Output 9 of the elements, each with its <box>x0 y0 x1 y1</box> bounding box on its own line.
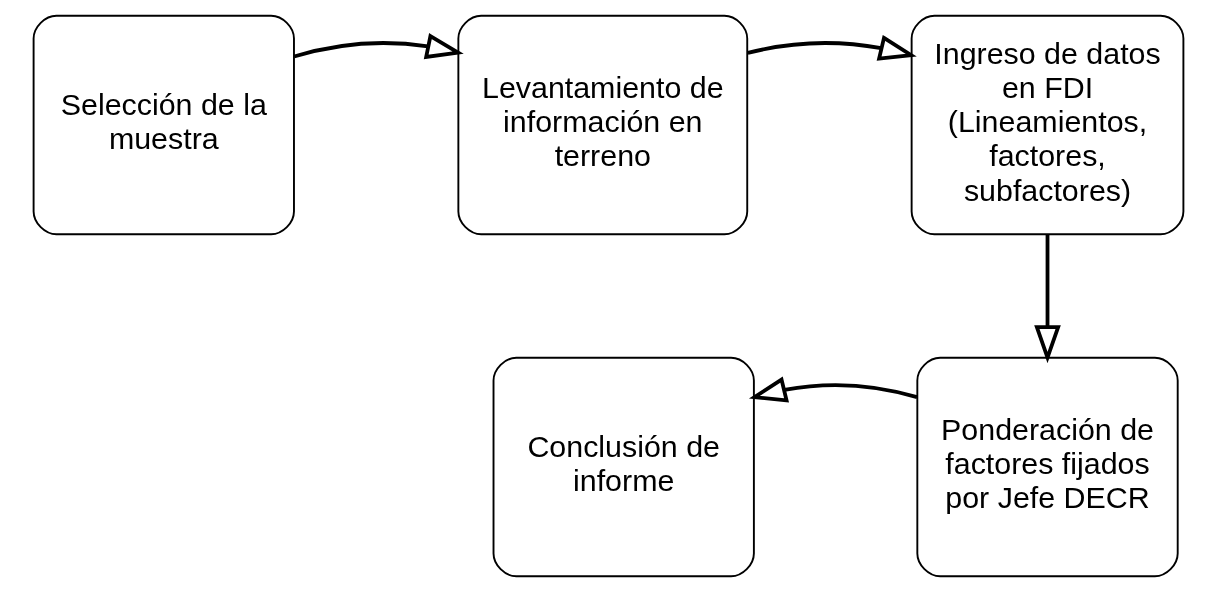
node-box: Levantamiento de información en terreno <box>457 14 749 236</box>
arrow <box>747 34 917 61</box>
arrow <box>748 376 918 403</box>
node-box: Ponderación de factores fijados por Jefe DECR <box>916 356 1179 578</box>
node-box: Conclusión de informe <box>492 356 755 578</box>
arrow <box>1034 234 1061 364</box>
node-box: Ingreso de datos en FDI (Lineamientos, factores, subfactores) <box>910 14 1185 236</box>
node-box: Selección de la muestra <box>32 14 295 236</box>
arrow <box>293 33 464 60</box>
